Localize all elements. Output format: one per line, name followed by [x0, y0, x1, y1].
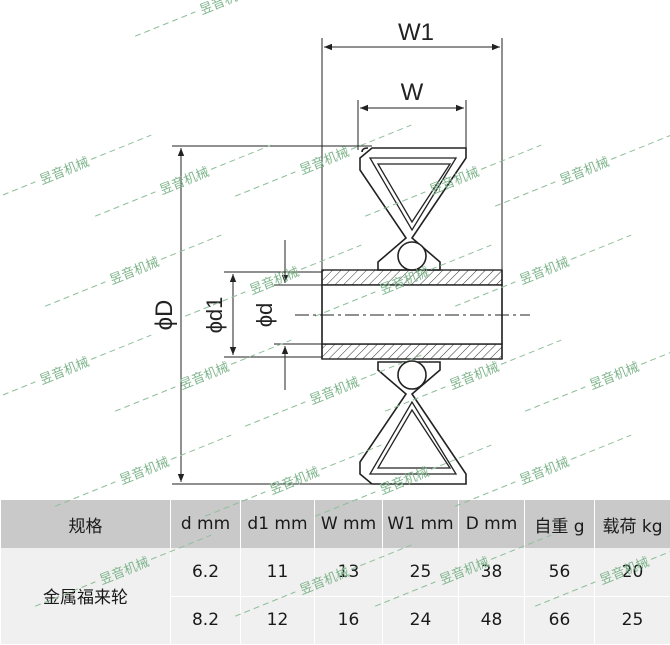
d-outer-label: ϕD: [151, 300, 178, 331]
table-cell: 13: [315, 548, 383, 596]
table-cell: 66: [525, 596, 595, 644]
d-label: ϕd: [252, 303, 277, 328]
table-header-row: 规格 d mm d1 mm W mm W1 mm D mm 自重 g 载荷 kg: [1, 500, 670, 548]
header-spec: 规格: [1, 500, 171, 548]
header-w: W mm: [315, 500, 383, 548]
header-load: 载荷 kg: [595, 500, 670, 548]
table-cell: 12: [241, 596, 315, 644]
table-cell: 20: [595, 548, 670, 596]
table-row: 金属福来轮 6.2 11 13 25 38 56 20: [1, 548, 670, 596]
header-d1: d1 mm: [241, 500, 315, 548]
header-w1: W1 mm: [383, 500, 459, 548]
table-cell: 25: [595, 596, 670, 644]
wheel-technical-drawing: W1 W ϕD ϕd1 ϕd: [0, 0, 670, 500]
header-weight: 自重 g: [525, 500, 595, 548]
model-name: 金属福来轮: [1, 548, 171, 644]
w-dimension: [358, 100, 466, 150]
d1-label: ϕd1: [202, 297, 227, 334]
table-cell: 11: [241, 548, 315, 596]
table-cell: 6.2: [171, 548, 241, 596]
table-cell: 38: [459, 548, 525, 596]
header-d-outer: D mm: [459, 500, 525, 548]
table-cell: 24: [383, 596, 459, 644]
spec-table: 规格 d mm d1 mm W mm W1 mm D mm 自重 g 载荷 kg…: [0, 500, 670, 645]
table-cell: 25: [383, 548, 459, 596]
table-cell: 8.2: [171, 596, 241, 644]
table-cell: 56: [525, 548, 595, 596]
table-cell: 16: [315, 596, 383, 644]
header-d: d mm: [171, 500, 241, 548]
w-label: W: [401, 79, 424, 106]
w1-label: W1: [398, 19, 434, 46]
table-cell: 48: [459, 596, 525, 644]
